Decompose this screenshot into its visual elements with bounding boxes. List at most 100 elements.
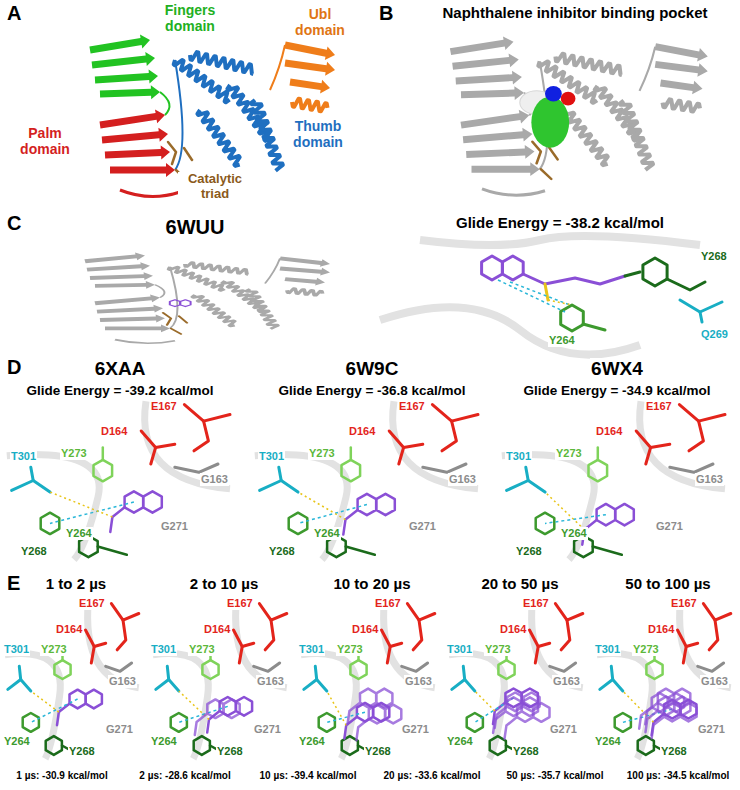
- naphthalene-ring: [376, 494, 395, 515]
- residue-stick: [167, 666, 168, 679]
- residue-stick: [407, 604, 434, 621]
- residue-label: G271: [105, 723, 134, 736]
- ligand-stick: [505, 717, 518, 739]
- panel-letter: A: [6, 2, 22, 25]
- residue-stick: [304, 680, 327, 692]
- alpha-helix: [190, 52, 253, 74]
- hydrogen-bond: [298, 492, 345, 519]
- residue-stick: [583, 324, 605, 330]
- aromatic-ring: [171, 713, 187, 732]
- hydrogen-bond: [548, 300, 572, 305]
- ligand-stick: [356, 719, 368, 741]
- residue-stick: [667, 279, 705, 290]
- time-window: 20 to 50 µs: [481, 575, 560, 592]
- beta-strand: [84, 253, 145, 264]
- panel-letter: B: [378, 2, 394, 25]
- ligand: [195, 699, 240, 735]
- aromatic-ring: [646, 660, 662, 679]
- residue-label: D164: [351, 623, 379, 636]
- residue-label: Y268: [68, 745, 96, 758]
- time-window: 10 to 20 µs: [333, 575, 412, 592]
- residue-label: Y268: [20, 545, 48, 558]
- residue-label: T301: [150, 643, 177, 656]
- binding-site: [380, 236, 722, 355]
- residue-stick: [265, 620, 274, 650]
- aromatic-ring: [561, 305, 584, 331]
- residue-label: D164: [647, 623, 675, 636]
- loop: [270, 45, 285, 90]
- time-window: 1 to 2 µs: [45, 575, 107, 592]
- aromatic-ring: [498, 660, 514, 679]
- domain-label: Ubl domain: [289, 6, 351, 38]
- residue-label: T301: [298, 643, 325, 656]
- residue-stick: [689, 421, 703, 451]
- naphthalene-ring: [502, 256, 523, 280]
- residue-label: G163: [108, 675, 137, 688]
- ligand: [652, 703, 697, 739]
- aromatic-ring: [202, 660, 218, 679]
- structure-id: 6WX4: [590, 358, 644, 380]
- naphthalene-ring: [674, 689, 690, 708]
- structure-id: 6XAA: [94, 358, 147, 380]
- aromatic-ring: [46, 736, 62, 755]
- residue-label: Y264: [560, 527, 588, 540]
- energy-value: 2 µs: -28.6 kcal/mol: [138, 770, 231, 782]
- backbone-ribbon: [236, 600, 287, 687]
- residue-label: Y268: [515, 545, 543, 558]
- ligand: [356, 705, 401, 741]
- beta-strand: [660, 80, 703, 95]
- beta-strand: [102, 128, 168, 144]
- ligand: [170, 300, 180, 307]
- ligand-stick: [195, 714, 207, 736]
- residue-stick: [86, 630, 106, 647]
- backbone-ribbon: [88, 600, 139, 687]
- residue-label: T301: [3, 643, 30, 656]
- residue-stick: [111, 604, 138, 621]
- naphthalene-ring: [70, 690, 86, 709]
- residue-label: D164: [55, 623, 83, 636]
- residue-stick: [679, 405, 725, 422]
- beta-strand: [95, 294, 161, 305]
- residue-stick: [98, 547, 127, 555]
- residue-stick: [12, 481, 50, 493]
- residue-label: Y264: [150, 735, 178, 748]
- residue-stick: [611, 666, 612, 679]
- aromatic-ring: [23, 713, 39, 732]
- residue-label: Y268: [660, 745, 688, 758]
- residue-stick: [550, 663, 576, 671]
- residue-stick: [561, 620, 570, 650]
- beta-strand: [450, 37, 514, 56]
- energy-label: Glide Energy = -38.2 kcal/mol: [455, 214, 665, 231]
- residue-label: D164: [499, 623, 527, 636]
- residue-label: E167: [645, 400, 673, 413]
- loop: [640, 47, 656, 91]
- ligand-stick: [343, 510, 357, 535]
- protein-cartoon: [450, 37, 708, 196]
- pi-stacking: [510, 282, 570, 305]
- catalytic-triad: [549, 148, 557, 160]
- residue-label: D164: [595, 425, 623, 438]
- beta-strand: [100, 109, 166, 128]
- backbone-ribbon: [502, 455, 594, 560]
- residue-label: G271: [549, 723, 578, 736]
- pocket-surface: [545, 86, 562, 102]
- beta-strand: [97, 305, 163, 314]
- residue-label: Y268: [216, 745, 244, 758]
- naphthalene-ring: [369, 705, 385, 724]
- beta-strand: [280, 267, 331, 276]
- residue-label: G163: [256, 675, 285, 688]
- residue-label: T301: [594, 643, 621, 656]
- pi-stacking: [31, 699, 78, 722]
- naphthalene-ring: [658, 689, 674, 708]
- beta-strand: [472, 162, 540, 176]
- ligand: [207, 697, 252, 733]
- residue-stick: [683, 647, 686, 664]
- catalytic-triad: [168, 142, 176, 164]
- residue-label: T301: [10, 450, 37, 463]
- beta-strand: [100, 315, 165, 323]
- beta-strand: [95, 70, 158, 84]
- pocket-surface: [531, 97, 569, 148]
- beta-strand: [463, 128, 533, 143]
- residue-label: Y264: [446, 735, 474, 748]
- catalytic-triad: [184, 148, 192, 160]
